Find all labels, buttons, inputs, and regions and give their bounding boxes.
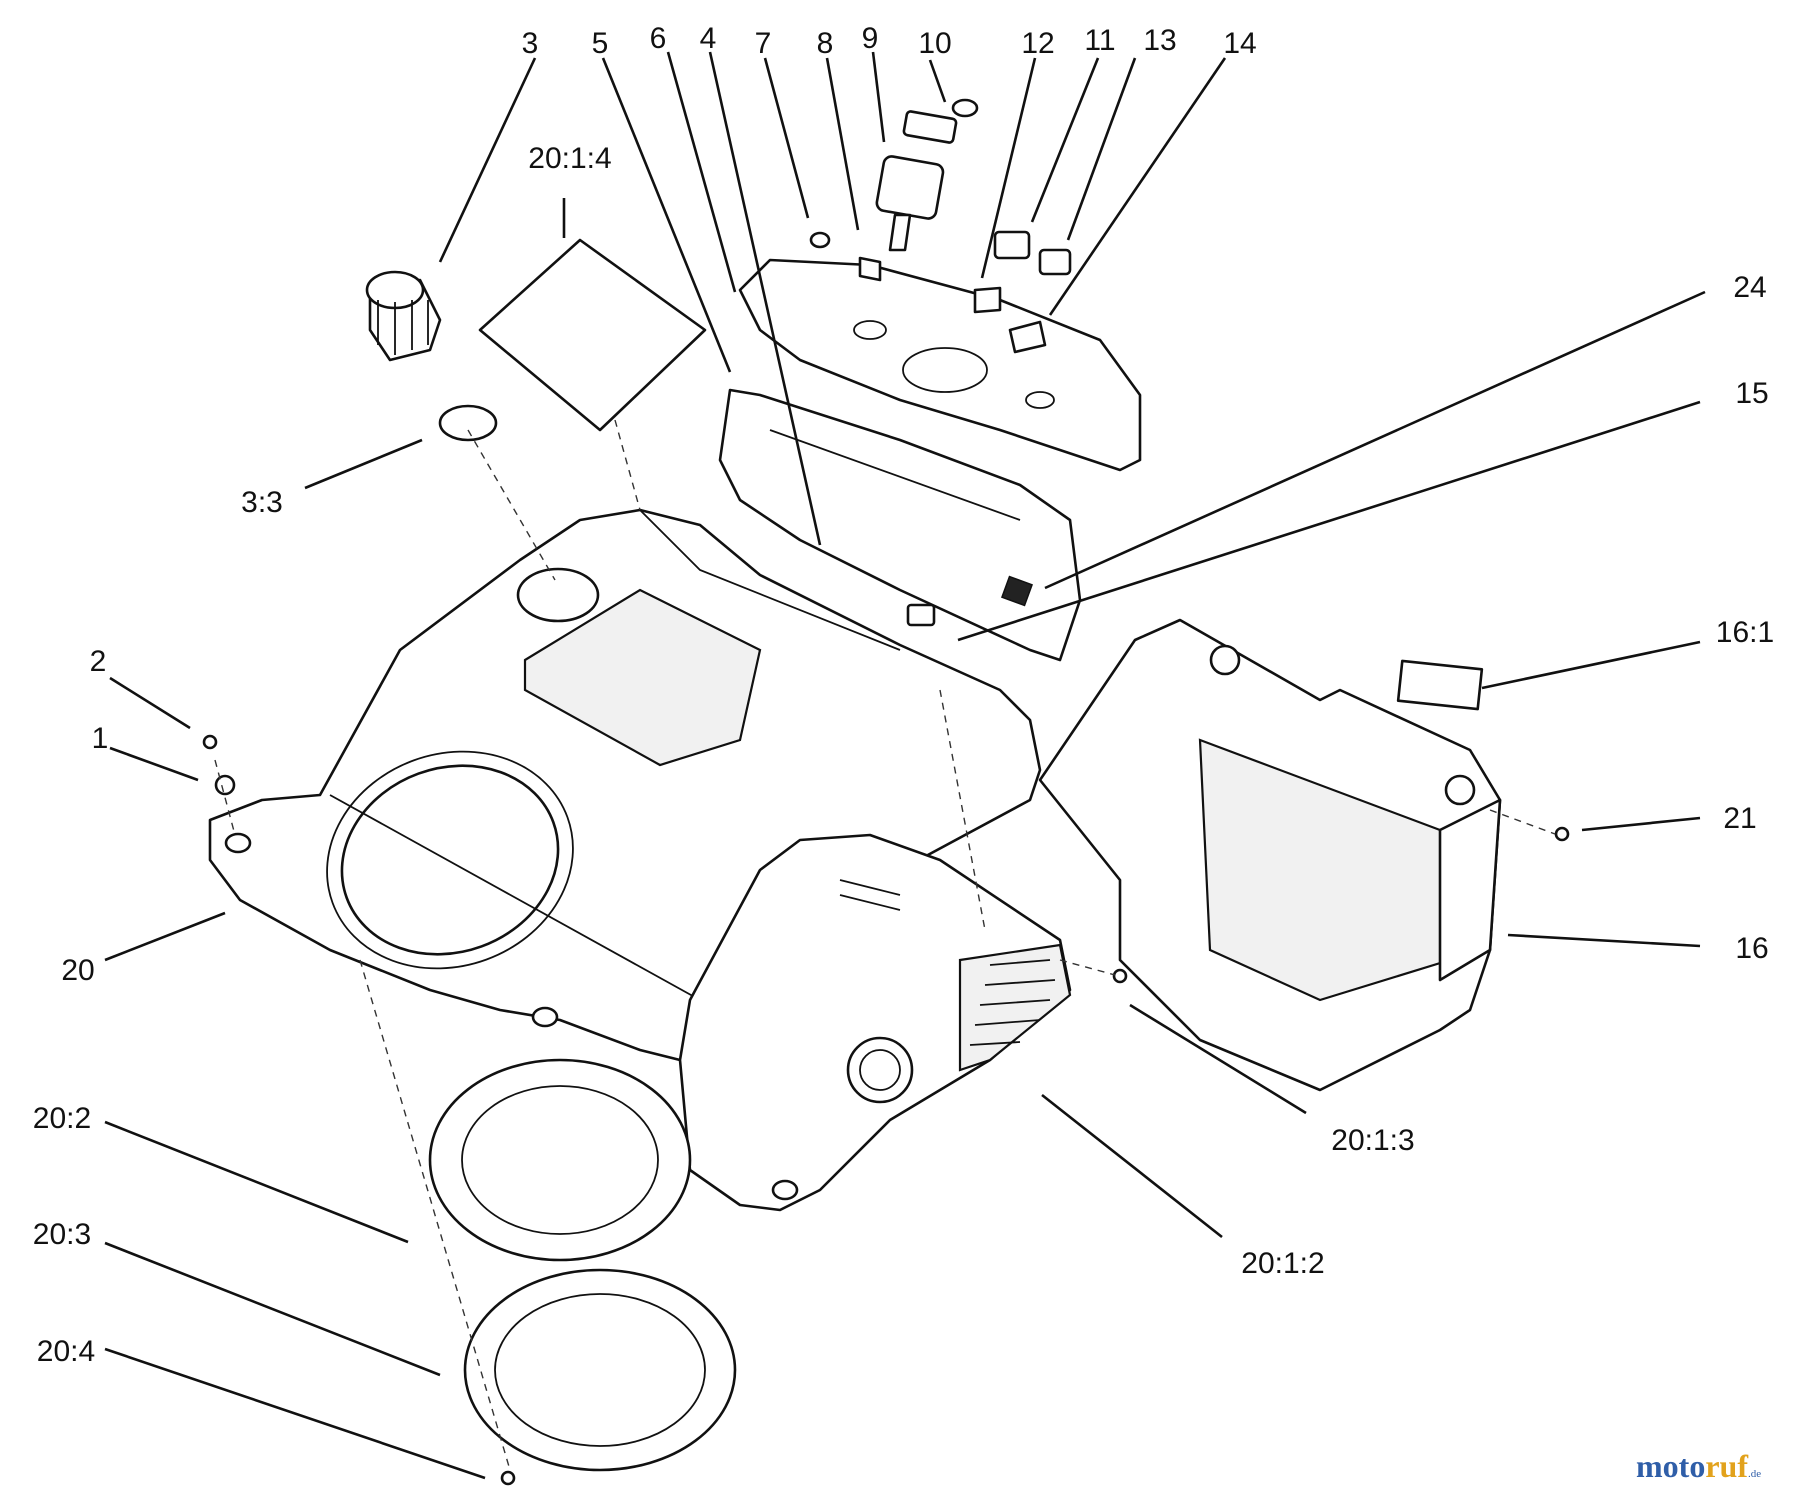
callout-7: 7 xyxy=(755,27,772,60)
callout-8: 8 xyxy=(817,27,834,60)
callout-20-1-4: 20:1:4 xyxy=(528,142,611,175)
callout-11: 11 xyxy=(1084,24,1115,57)
chute-rings xyxy=(428,1058,737,1472)
screw xyxy=(202,734,218,750)
callout-labels: 3 5 6 4 7 8 9 10 12 11 13 14 24 15 20:1:… xyxy=(33,22,1774,1368)
leader-lines xyxy=(104,51,1706,1480)
callout-13: 13 xyxy=(1143,24,1176,57)
key-and-switches xyxy=(809,98,1072,627)
callout-12: 12 xyxy=(1021,27,1054,60)
callout-6: 6 xyxy=(650,22,667,55)
callout-2: 2 xyxy=(90,645,107,678)
watermark-part3: .de xyxy=(1747,1468,1762,1480)
callout-9: 9 xyxy=(862,22,879,55)
watermark-part2: ruf xyxy=(1705,1448,1748,1484)
callout-20-1-2: 20:1:2 xyxy=(1241,1247,1324,1280)
control-panel xyxy=(718,258,1142,662)
callout-16-1: 16:1 xyxy=(1716,616,1774,649)
callout-15: 15 xyxy=(1735,377,1768,410)
callout-21: 21 xyxy=(1723,802,1756,835)
callout-14: 14 xyxy=(1223,27,1256,60)
fuel-cap xyxy=(365,270,498,442)
callout-20-3: 20:3 xyxy=(33,1218,91,1251)
callout-1: 1 xyxy=(92,722,109,755)
screw xyxy=(1554,826,1570,842)
engine-grille-housing xyxy=(678,833,1072,1212)
side-cover xyxy=(1038,618,1502,1092)
callout-3-3: 3:3 xyxy=(241,486,283,519)
decal-panel xyxy=(478,238,707,432)
watermark-logo: motoruf.de xyxy=(1636,1448,1761,1485)
callout-20-4: 20:4 xyxy=(37,1335,95,1368)
callout-3: 3 xyxy=(522,27,539,60)
callout-5: 5 xyxy=(592,27,609,60)
side-cover-decal xyxy=(1396,659,1484,711)
screw xyxy=(1112,968,1128,984)
callout-20-1-3: 20:1:3 xyxy=(1331,1124,1414,1157)
callout-24: 24 xyxy=(1733,271,1766,304)
callout-4: 4 xyxy=(700,22,717,55)
callout-16: 16 xyxy=(1735,932,1768,965)
assembly-lines xyxy=(214,419,1556,1471)
callout-10: 10 xyxy=(918,27,951,60)
callout-20: 20 xyxy=(61,954,94,987)
callout-20-2: 20:2 xyxy=(33,1102,91,1135)
main-shroud xyxy=(208,508,1042,1062)
washer xyxy=(214,774,236,796)
watermark-part1: moto xyxy=(1636,1448,1706,1484)
nut xyxy=(500,1470,516,1486)
